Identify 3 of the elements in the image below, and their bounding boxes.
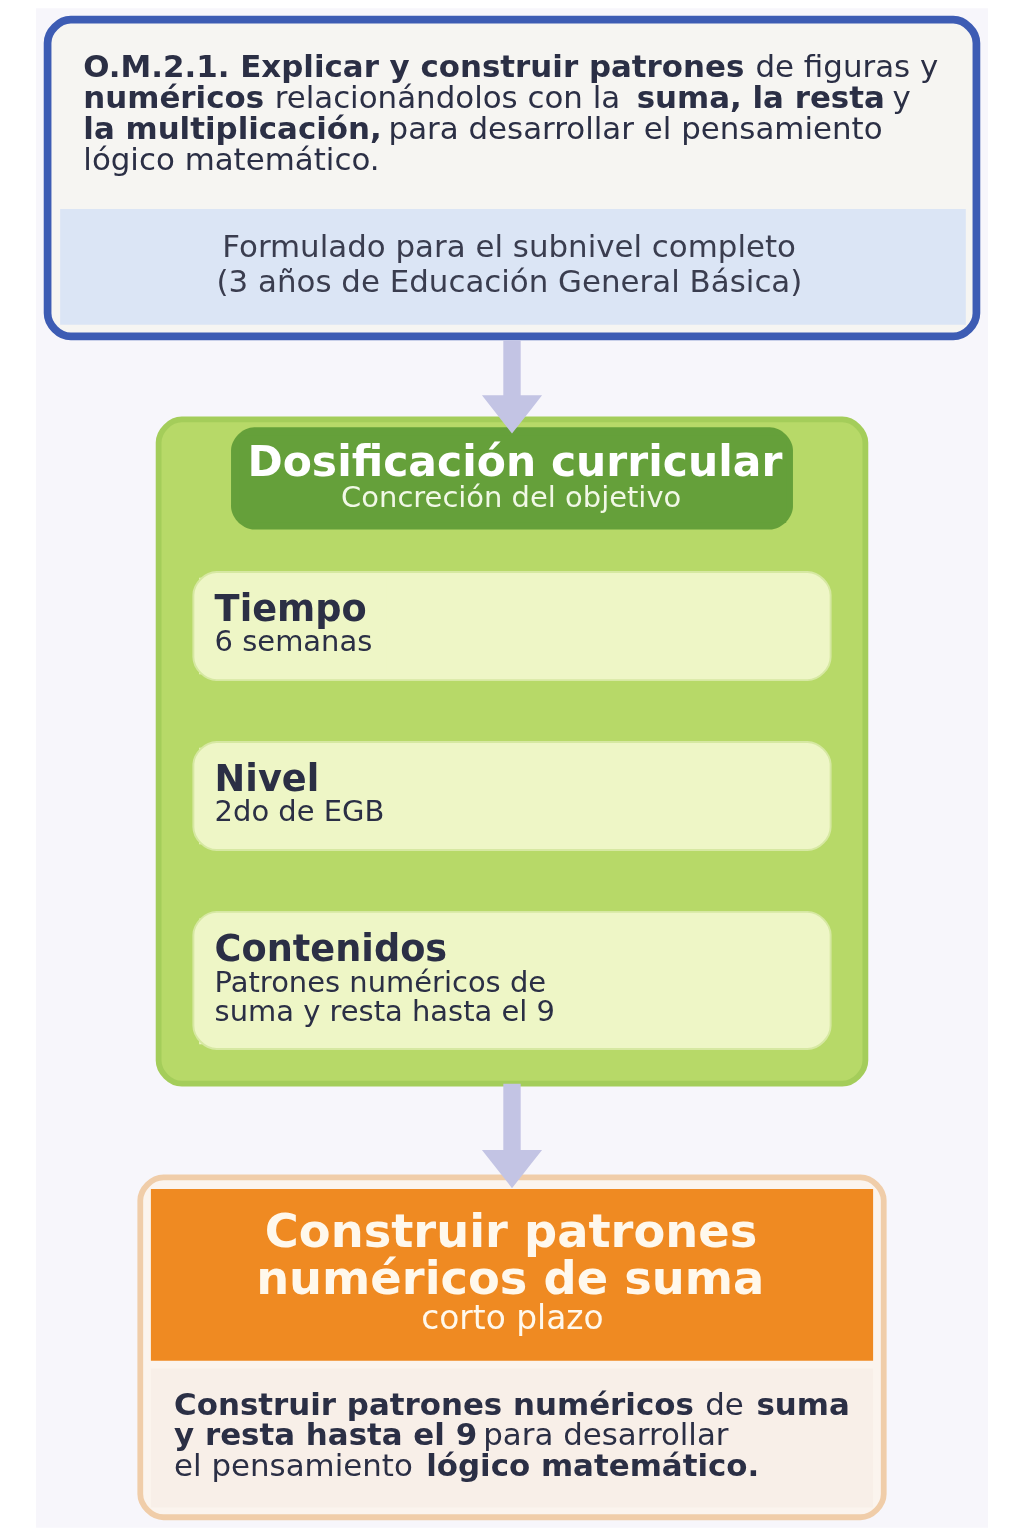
node-box: O.M.2.1. Explicar y construir patrones de figuras y numéricos relacionándolos con la suma, la resta y la multiplicación, para desarrollar el pensamiento lógico matemático. Formulado para el subnivel completo (3 años de Educación General Básica) xyxy=(43,15,981,341)
arrow xyxy=(481,340,543,434)
arrow xyxy=(481,1083,543,1189)
